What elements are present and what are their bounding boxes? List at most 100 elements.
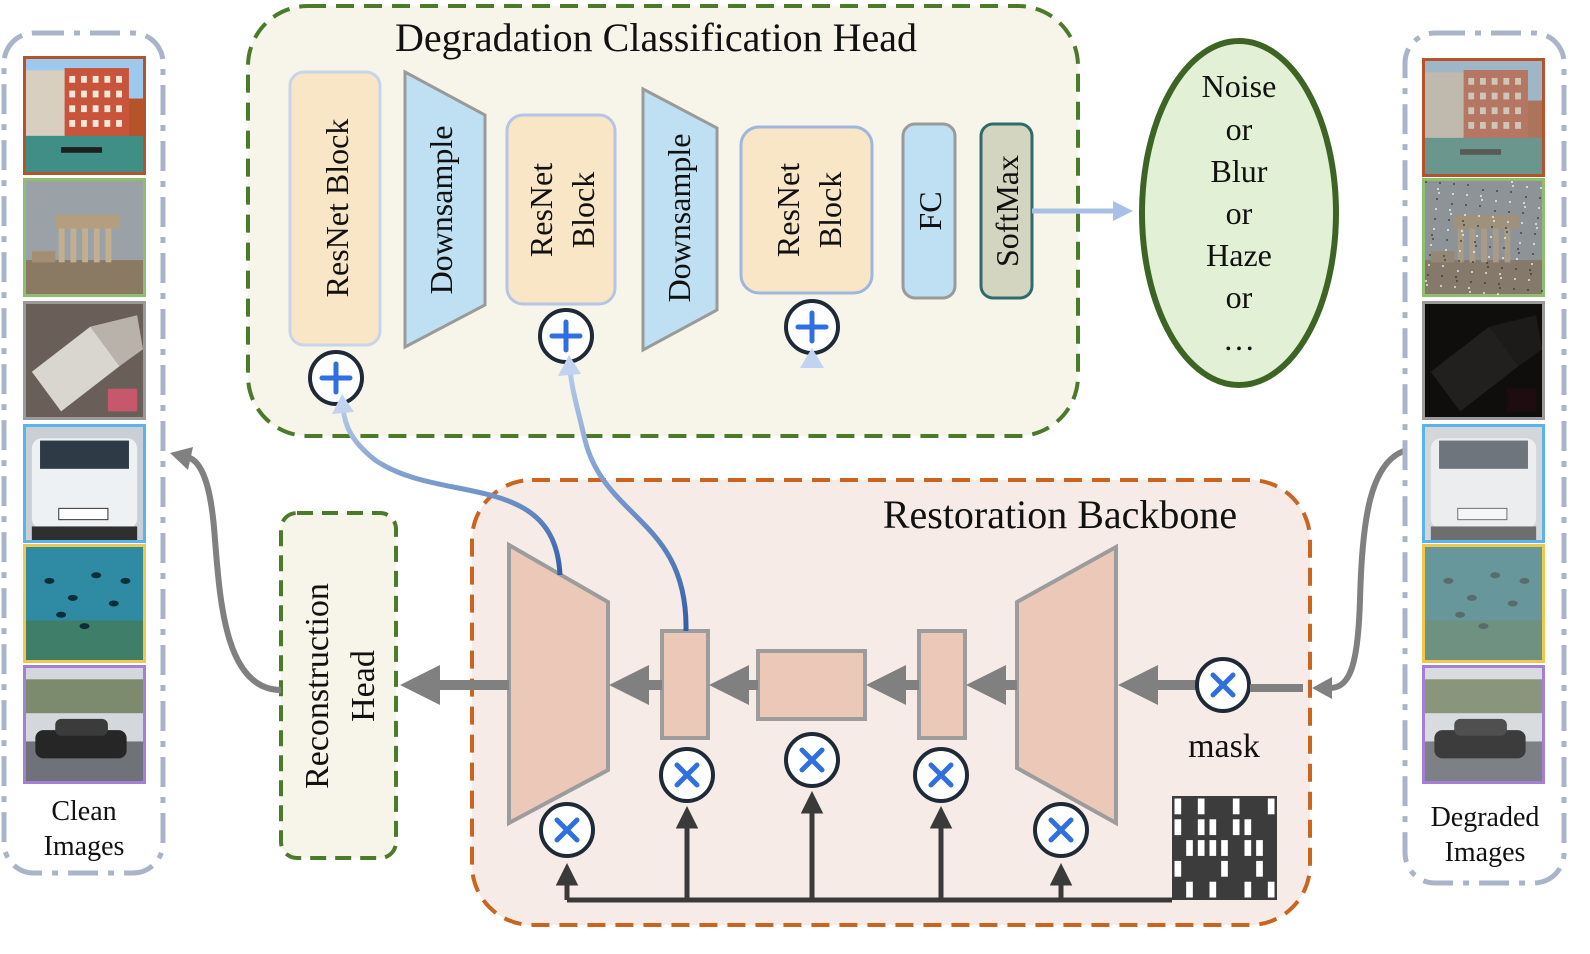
mask-grid-cell bbox=[1209, 881, 1217, 898]
mask-grid-cell bbox=[1186, 881, 1193, 898]
add-node-3 bbox=[784, 299, 840, 355]
output-class-1: or bbox=[1226, 111, 1253, 147]
degraded-thumbnail-reef bbox=[1422, 544, 1545, 663]
multiply-node-5 bbox=[1033, 802, 1089, 858]
reconstruction-head: Reconstruction Head bbox=[279, 511, 398, 860]
clean-image-thumbnails bbox=[23, 56, 146, 784]
resnet-block-3-label-line1: ResNet bbox=[770, 163, 806, 257]
classification-head-title: Degradation Classification Head bbox=[395, 15, 917, 60]
downsample-2 bbox=[641, 86, 719, 353]
mask-grid-cell bbox=[1186, 840, 1193, 856]
clean-images-label-line1: Clean bbox=[51, 796, 116, 827]
softmax-layer-label: SoftMax bbox=[989, 155, 1025, 267]
mask-grid-cell bbox=[1232, 819, 1240, 836]
degraded-thumbnail-parking bbox=[1422, 665, 1545, 784]
restoration-backbone-title: Restoration Backbone bbox=[883, 492, 1237, 537]
mask-grid-cell bbox=[1232, 798, 1240, 815]
mask-label: mask bbox=[1188, 728, 1260, 765]
clean-images-label-line2: Images bbox=[44, 831, 125, 862]
output-class-3: or bbox=[1226, 195, 1253, 231]
mask-grid-cell bbox=[1256, 840, 1263, 856]
clean-images-panel: Clean Images bbox=[1, 30, 166, 876]
mask-grid-cell bbox=[1197, 840, 1205, 856]
mask-grid-cell bbox=[1244, 819, 1252, 836]
downsample-1-label: Downsample bbox=[423, 126, 459, 295]
output-class-5: or bbox=[1226, 279, 1253, 315]
downsample-1 bbox=[403, 69, 487, 350]
clean-thumbnail-car bbox=[23, 424, 146, 543]
output-ellipse bbox=[1139, 38, 1339, 388]
add-node-2 bbox=[538, 308, 594, 364]
decoder-trapezoid bbox=[507, 541, 610, 827]
mask-distribution-arrows bbox=[555, 791, 1073, 900]
mask-grid-cell bbox=[1267, 881, 1275, 898]
degraded-thumbnail-book bbox=[1422, 301, 1545, 420]
mask-grid-cell bbox=[1221, 860, 1228, 877]
encoder-block bbox=[917, 629, 967, 740]
clean-thumbnail-temple bbox=[23, 178, 146, 297]
resnet-block-1 bbox=[288, 70, 382, 347]
degraded-to-mask-arrowhead bbox=[1312, 677, 1332, 699]
decoder-block bbox=[660, 629, 710, 740]
mask-grid-cell bbox=[1256, 860, 1263, 877]
degraded-to-mask-arrow bbox=[1329, 447, 1408, 691]
reconstruction-head-label-line2: Head bbox=[345, 650, 382, 722]
resnet-block-2-label-line2: Block bbox=[565, 172, 601, 248]
fc-layer bbox=[901, 122, 957, 300]
mask-grid-cell bbox=[1209, 819, 1217, 836]
feature-connections bbox=[332, 348, 824, 651]
clean-thumbnail-parking bbox=[23, 665, 146, 784]
output-classes: Noise or Blur or Haze or … bbox=[1139, 38, 1339, 388]
mask-grid-cell bbox=[1174, 798, 1182, 815]
degraded-thumbnail-car bbox=[1422, 424, 1545, 543]
reconstruction-head-frame bbox=[279, 511, 398, 860]
resnet-block-3-label-line2: Block bbox=[812, 172, 848, 248]
degraded-image-thumbnails bbox=[1422, 58, 1545, 784]
degraded-thumbnail-venice bbox=[1422, 58, 1545, 177]
encoder-trapezoid bbox=[1015, 543, 1118, 827]
clean-thumbnail-reef bbox=[23, 544, 146, 663]
feature-connection-1 bbox=[340, 407, 563, 576]
output-to-clean-arrow bbox=[188, 455, 282, 693]
multiply-node-1 bbox=[539, 802, 595, 858]
resnet-block-1-label: ResNet Block bbox=[319, 119, 355, 298]
feature-arrowhead-2 bbox=[558, 355, 581, 376]
degraded-images-label-line2: Images bbox=[1445, 837, 1526, 868]
reconstruction-head-label-line1: Reconstruction bbox=[299, 583, 336, 789]
multiply-node-3 bbox=[784, 732, 840, 788]
mask-grid-cell bbox=[1221, 840, 1228, 856]
mask-grid-cell bbox=[1244, 840, 1252, 856]
multiply-node-2 bbox=[659, 747, 715, 803]
mask-grid-cell bbox=[1197, 819, 1205, 836]
resnet-block-2 bbox=[505, 113, 617, 306]
mask-grid bbox=[1172, 796, 1277, 900]
feature-arrowhead-1 bbox=[332, 394, 354, 414]
mask-grid-cell bbox=[1174, 860, 1182, 877]
fc-layer-label: FC bbox=[912, 191, 948, 230]
output-class-0: Noise bbox=[1202, 68, 1277, 104]
output-to-clean-arrowhead bbox=[170, 447, 193, 470]
feature-connection-2 bbox=[567, 369, 689, 632]
mask-grid-cell bbox=[1197, 798, 1205, 815]
mask-grid-cell bbox=[1209, 840, 1217, 856]
degraded-images-label-line1: Degraded bbox=[1431, 802, 1540, 833]
output-class-2: Blur bbox=[1211, 153, 1268, 189]
classification-head: Degradation Classification Head ResNet B… bbox=[246, 4, 1080, 438]
resnet-block-3 bbox=[739, 125, 874, 295]
add-node-1 bbox=[308, 350, 364, 406]
clean-thumbnail-venice bbox=[23, 56, 146, 175]
mask-grid-cell bbox=[1244, 881, 1252, 898]
mask-grid-cell bbox=[1174, 819, 1182, 836]
feature-arrowhead-3 bbox=[800, 348, 824, 368]
mask-grid-cell bbox=[1267, 798, 1275, 815]
degraded-images-panel: Degraded Images bbox=[1402, 30, 1567, 886]
degraded-thumbnail-temple bbox=[1422, 178, 1545, 297]
multiply-node-4 bbox=[913, 747, 969, 803]
resnet-block-2-label-line1: ResNet bbox=[523, 163, 559, 257]
output-class-4: Haze bbox=[1206, 237, 1272, 273]
output-class-6: … bbox=[1223, 321, 1255, 357]
downsample-2-label: Downsample bbox=[661, 134, 697, 303]
mask-multiply-node bbox=[1195, 657, 1251, 713]
bottleneck-block bbox=[756, 649, 867, 721]
